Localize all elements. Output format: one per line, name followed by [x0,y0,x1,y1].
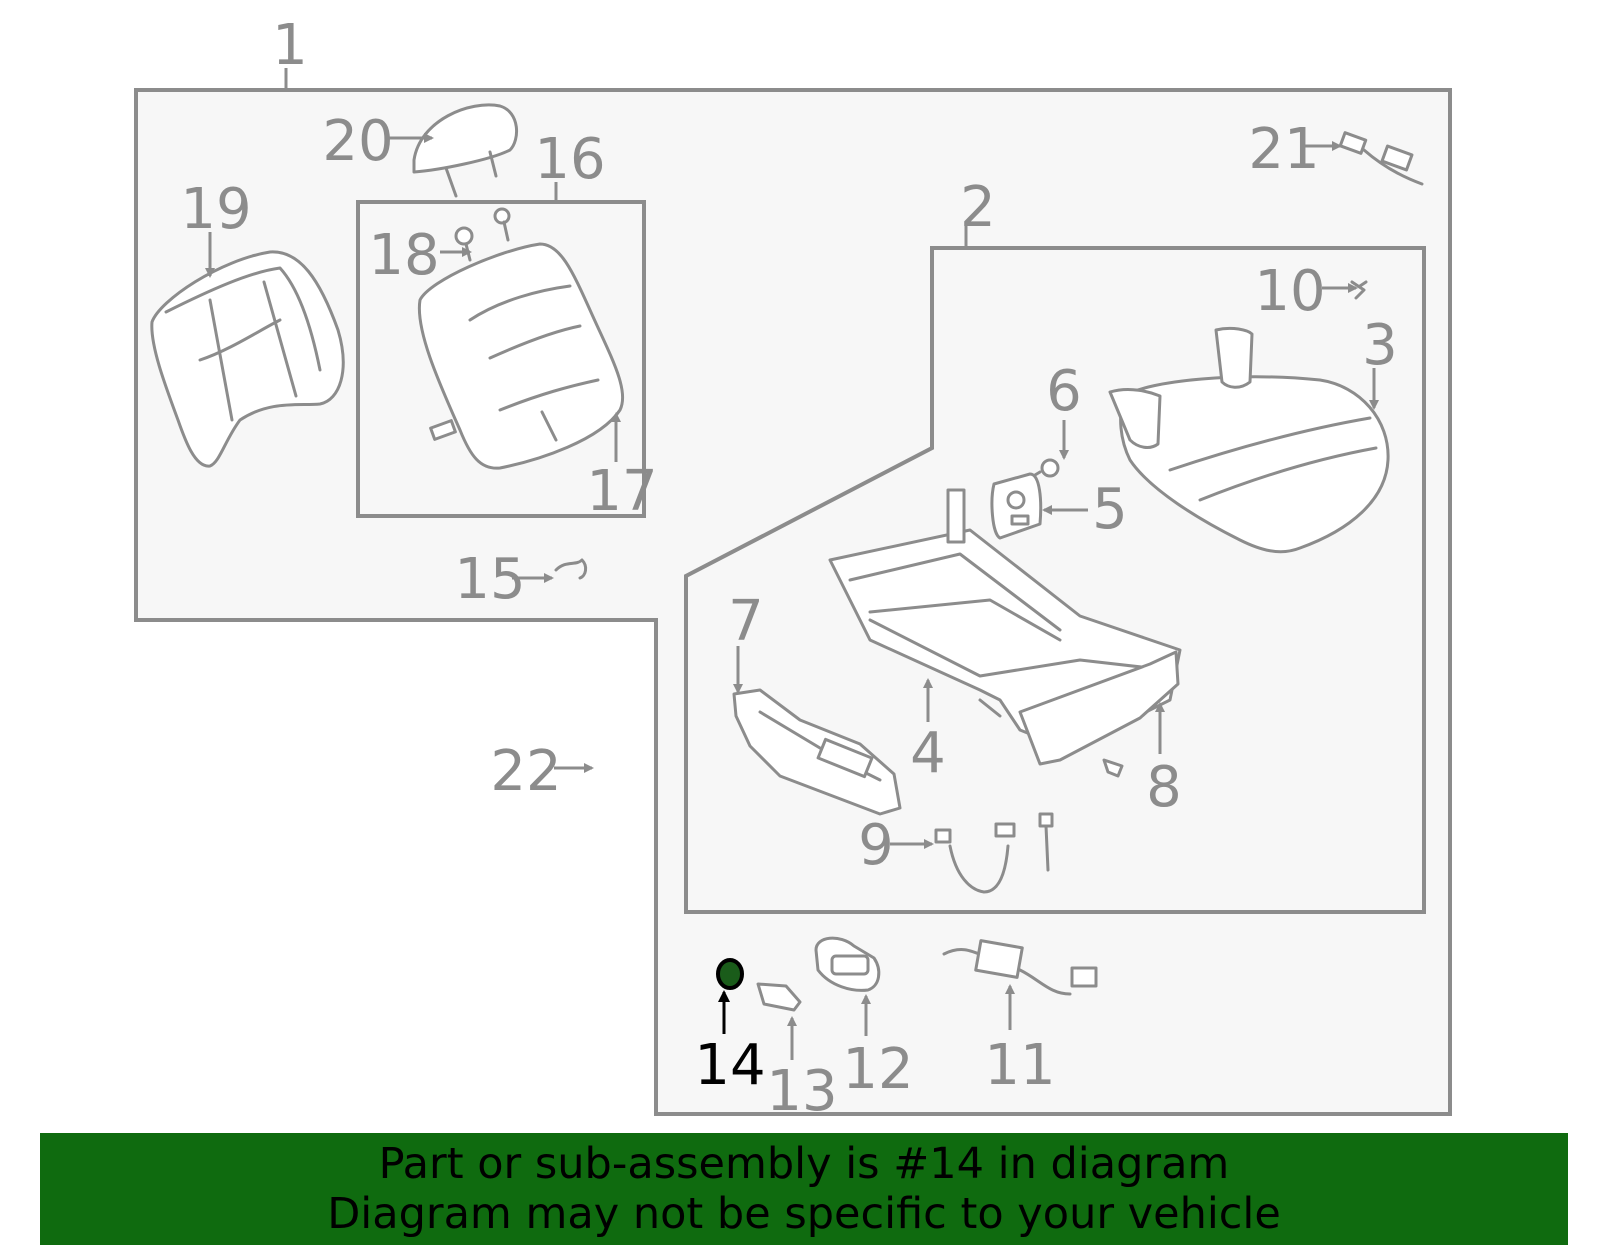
bolt-part [1102,758,1124,778]
callout-13: 13 [766,1059,837,1124]
seat-back-subassembly-box [356,200,646,518]
callout-5: 5 [1092,477,1128,542]
callout-16: 16 [534,127,605,192]
callout-20: 20 [322,109,393,174]
callout-19: 19 [180,177,251,242]
callout-8: 8 [1146,755,1182,820]
callout-4: 4 [910,721,946,786]
callout-2: 2 [960,175,996,240]
callout-17: 17 [586,459,657,524]
wire-clip-part [554,558,588,580]
callout-10: 10 [1254,259,1325,324]
notice-line-part-number: Part or sub-assembly is #14 in diagram [378,1139,1230,1189]
seat-rail-part [1018,650,1180,766]
callout-21: 21 [1248,117,1319,182]
callout-18: 18 [368,223,439,288]
callout-15: 15 [454,547,525,612]
callout-7: 7 [728,589,764,654]
callout-12: 12 [842,1037,913,1102]
seat-cushion-subassembly-box [684,246,1426,914]
switch-bracket-part [756,982,802,1012]
notice-line-disclaimer: Diagram may not be specific to your vehi… [327,1189,1281,1239]
seat-knob-part [716,958,744,990]
seat-switch-part [814,936,881,992]
seat-cushion-part [1108,326,1390,554]
callout-3: 3 [1362,313,1398,378]
callout-22: 22 [490,739,561,804]
seat-assembly-outline [134,88,1452,1116]
seat-back-panel-part [150,250,345,468]
seat-wiring-part [934,812,1054,894]
side-cover-part [732,688,902,816]
diagram-notice-banner: Part or sub-assembly is #14 in diagram D… [40,1133,1568,1245]
switch-harness-part [942,939,1098,996]
seat-back-cushion-part [417,242,625,470]
harness-connector-part [1338,131,1424,186]
callout-11: 11 [984,1033,1055,1098]
callout-arrows [205,133,1379,1060]
headrest-part [412,103,519,198]
callout-6: 6 [1046,359,1082,424]
plate-part [990,472,1043,540]
callout-14: 14 [694,1033,765,1098]
callout-9: 9 [858,813,894,878]
callout-1: 1 [272,13,308,78]
